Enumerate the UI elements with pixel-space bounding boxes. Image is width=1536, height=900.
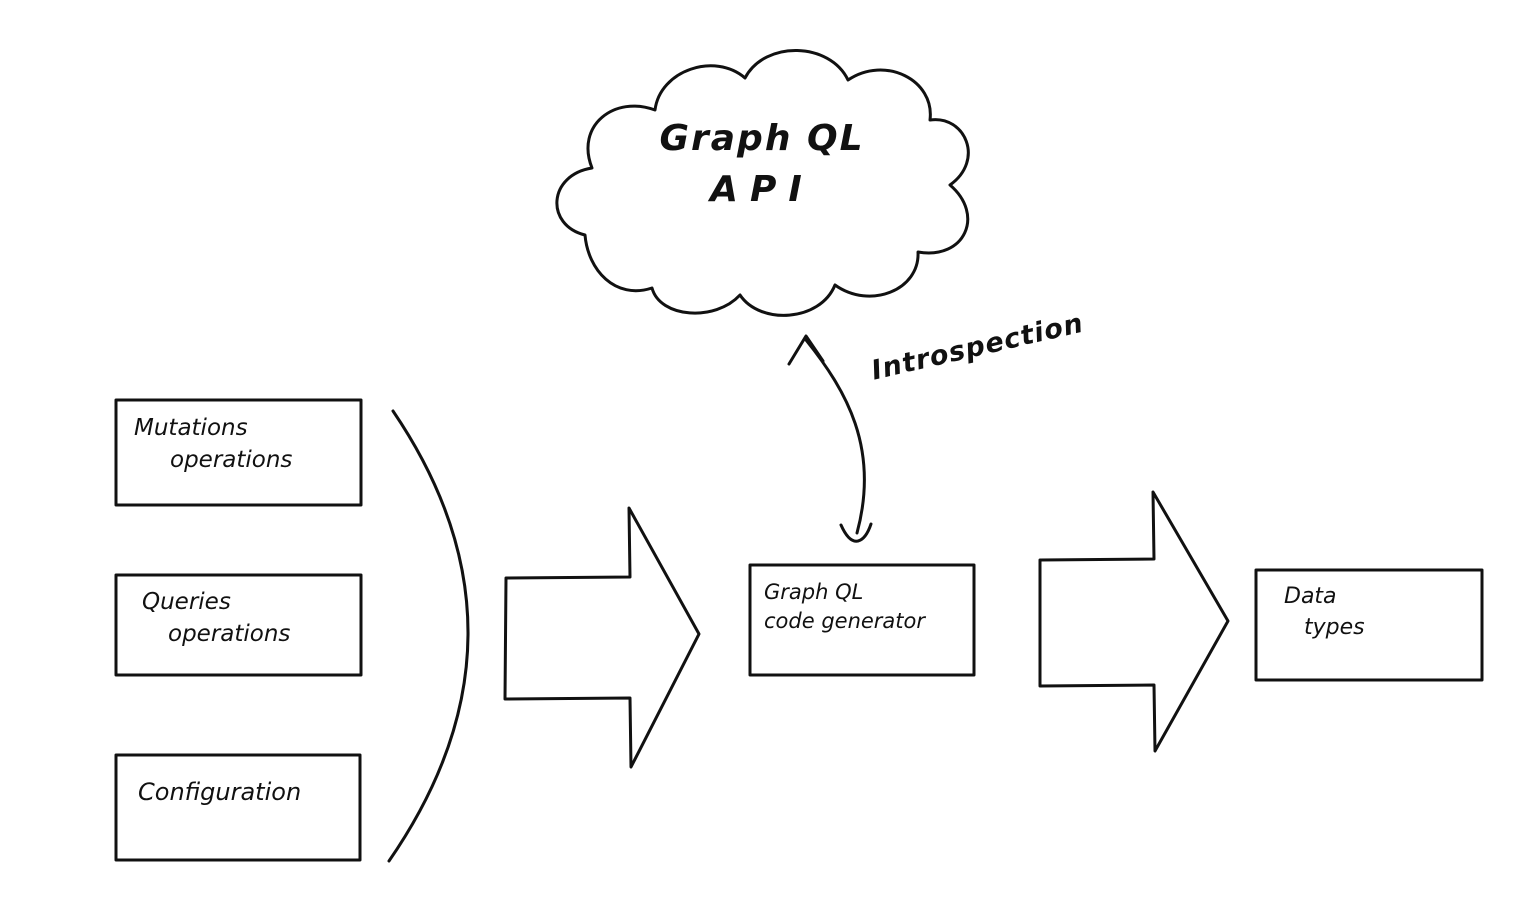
queries-box-label: Queries operations — [142, 586, 290, 650]
flow-arrow-right — [1038, 490, 1230, 753]
configuration-box — [114, 753, 362, 862]
generator-box-label: Graph QL code generator — [764, 578, 925, 637]
cloud-shape — [555, 49, 970, 317]
queries-box — [114, 573, 363, 677]
output-box-line2: types — [1304, 614, 1365, 640]
grouping-brace — [387, 409, 470, 863]
output-box — [1254, 568, 1484, 682]
generator-box-line1: Graph QL — [764, 580, 864, 604]
configuration-box-label: Configuration — [138, 776, 301, 810]
output-box-label: Data types — [1284, 582, 1365, 644]
cloud-label: Graph QL API — [612, 116, 912, 214]
queries-box-line2: operations — [168, 621, 291, 648]
mutations-box-label: Mutations operations — [134, 412, 292, 476]
introspection-arrow — [804, 338, 866, 535]
queries-box-line1: Queries — [142, 589, 231, 615]
cloud-label-line2: API — [710, 168, 814, 210]
flow-arrow-left — [503, 506, 701, 769]
introspection-arrowhead-top — [787, 334, 825, 366]
output-box-line1: Data — [1284, 584, 1337, 609]
cloud-label-line1: Graph QL — [659, 118, 865, 159]
mutations-box-line1: Mutations — [134, 415, 248, 441]
mutations-box — [114, 398, 363, 507]
generator-box-line2: code generator — [764, 609, 926, 634]
introspection-arrowhead-bottom — [839, 522, 873, 543]
generator-box — [748, 563, 976, 677]
configuration-box-line1: Configuration — [138, 778, 302, 806]
mutations-box-line2: operations — [170, 447, 293, 474]
